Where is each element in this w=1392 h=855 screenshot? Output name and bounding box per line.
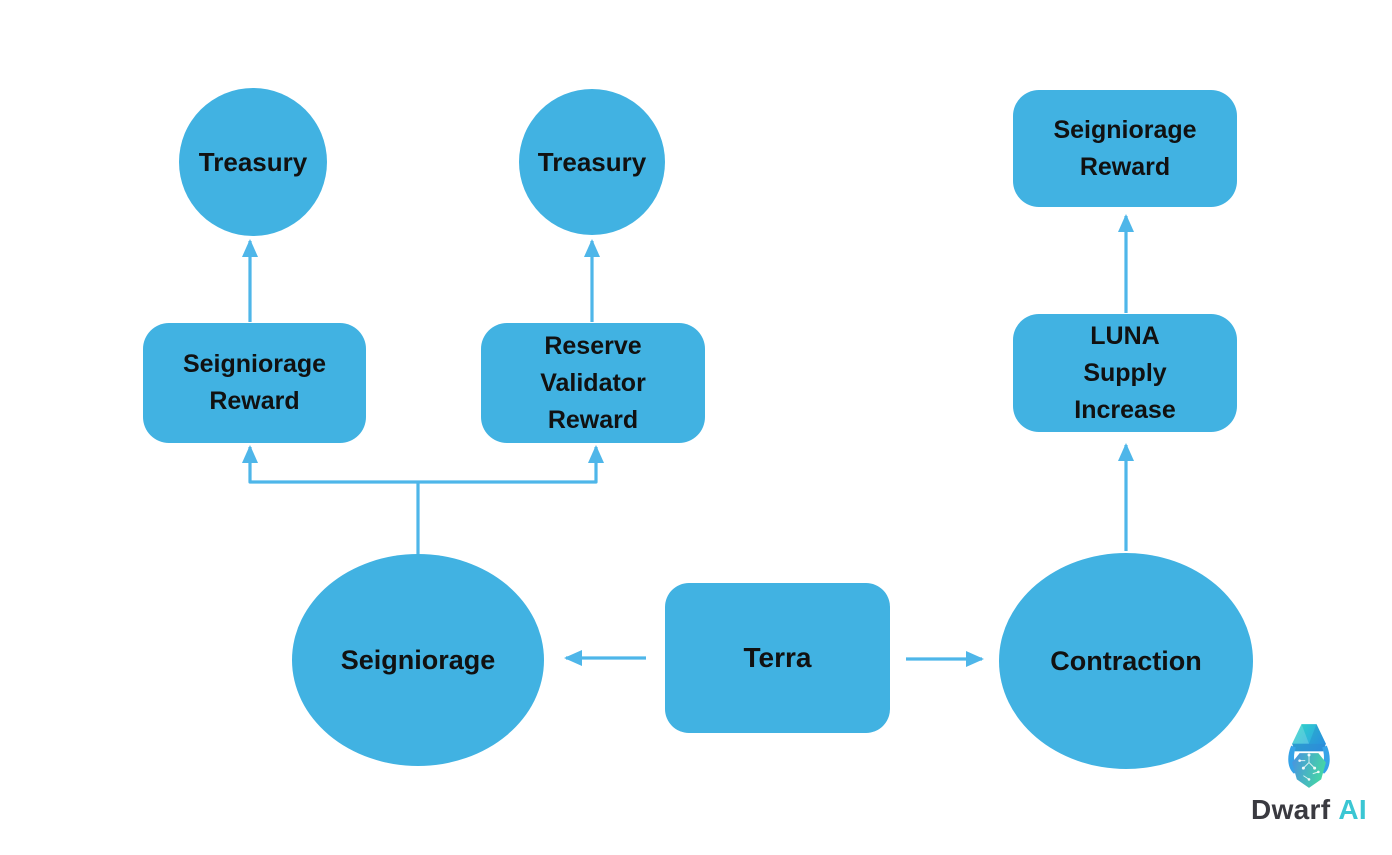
edge-seigniorage-to-reserve-validator-reward xyxy=(418,445,604,484)
node-luna-supply-increase: LUNA Supply Increase xyxy=(1013,314,1237,432)
node-label: Treasury xyxy=(198,146,308,177)
node-seigniorage-reward-left: Seigniorage Reward xyxy=(143,323,366,443)
node-label-line: Seigniorage xyxy=(182,350,327,378)
node-seigniorage-reward-top: Seigniorage Reward xyxy=(1013,90,1237,207)
node-label: Seigniorage xyxy=(340,644,496,675)
node-seigniorage: Seigniorage xyxy=(292,554,544,766)
node-terra: Terra xyxy=(665,583,890,733)
node-contraction: Contraction xyxy=(999,553,1253,769)
node-label-line: Seigniorage xyxy=(1053,115,1197,144)
node-label-line: Reserve xyxy=(544,331,642,360)
node-label-line: Increase xyxy=(1074,395,1176,424)
node-label-line: Reward xyxy=(547,405,639,434)
node-label: Treasury xyxy=(537,146,647,177)
node-reserve-validator-reward: Reserve Validator Reward xyxy=(481,323,705,443)
node-label-line: Supply xyxy=(1083,358,1167,387)
node-label: Contraction xyxy=(1050,645,1202,676)
edge-seigniorage-to-seigniorage-reward-left xyxy=(242,445,418,484)
node-label: Terra xyxy=(743,642,812,673)
node-treasury-left: Treasury xyxy=(179,88,327,236)
node-label-line: LUNA xyxy=(1090,321,1160,350)
dwarf-head-icon xyxy=(1288,724,1330,788)
node-treasury-middle: Treasury xyxy=(519,89,665,235)
node-label-line: Reward xyxy=(209,387,300,415)
logo-brand-text: Dwarf xyxy=(1251,794,1331,825)
node-label-line: Reward xyxy=(1079,152,1171,181)
node-label-line: Validator xyxy=(540,368,646,397)
logo-accent-text: AI xyxy=(1338,794,1367,825)
